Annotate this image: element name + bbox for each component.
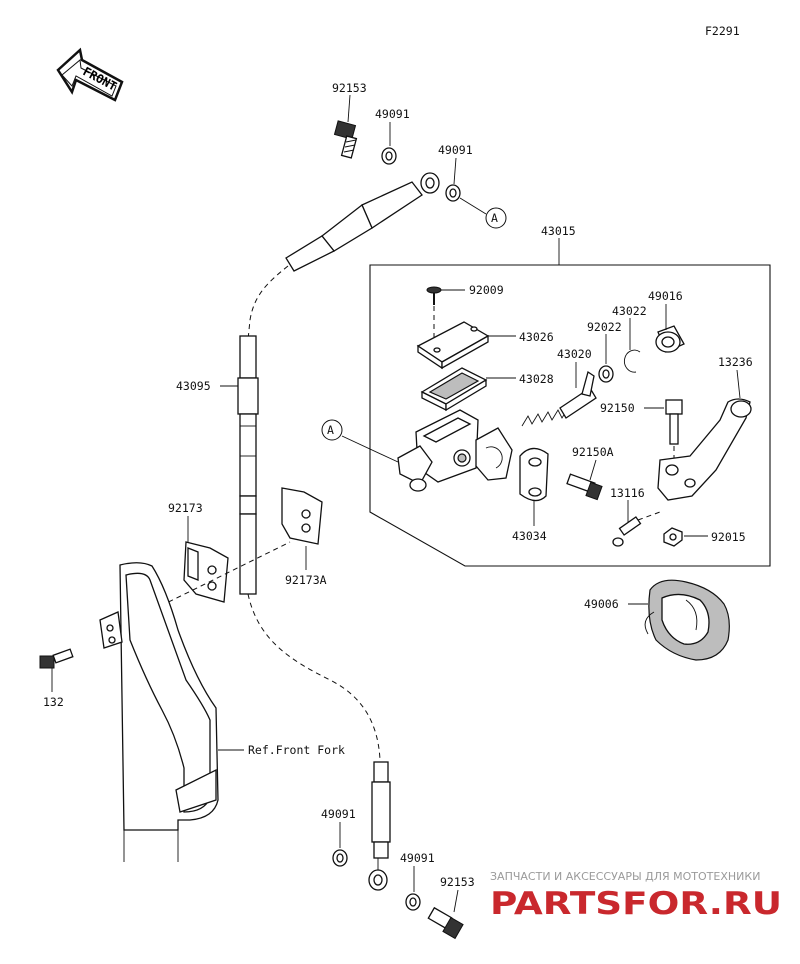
label-49006: 49006 [584,597,619,611]
adjuster-13116 [612,511,661,547]
hose-guide-92173 [183,541,229,603]
label-43028: 43028 [519,372,554,386]
label-43034: 43034 [512,529,547,543]
label-92173: 92173 [168,501,203,515]
callout-a-top-label: A [491,211,498,225]
label-49016: 49016 [648,289,683,303]
label-92009: 92009 [469,283,504,297]
master-cylinder-body [397,409,513,492]
fork-bolt-132 [39,648,74,669]
watermark-brand: PARTSFOR.RU [490,886,782,922]
upper-hose-dashed [247,265,289,341]
label-92150: 92150 [600,401,635,415]
upper-washer-1 [381,147,397,165]
label-43015: 43015 [541,224,576,238]
reservoir-cap [416,321,490,370]
lever-cover-49006 [644,579,730,661]
label-132: 132 [43,695,64,709]
lower-washer-2 [405,893,421,911]
callout-a-top: A [459,197,507,229]
nut-92015 [663,527,683,547]
callout-a-box: A [321,419,399,463]
hose-guide-92173A [281,487,323,545]
label-49091-b: 49091 [438,143,473,157]
label-92022: 92022 [587,320,622,334]
leader-lines [51,94,741,913]
lower-hose-fitting [368,761,391,891]
label-ref-front-fork: Ref.Front Fork [248,743,345,757]
label-43095: 43095 [176,379,211,393]
label-49091-d: 49091 [400,851,435,865]
label-43020: 43020 [557,347,592,361]
watermark: ЗАПЧАСТИ И АКСЕССУАРЫ ДЛЯ МОТОТЕХНИКИ PA… [490,870,782,922]
callout-a-box-label: A [327,423,334,437]
watermark-tagline: ЗАПЧАСТИ И АКСЕССУАРЫ ДЛЯ МОТОТЕХНИКИ [490,870,760,883]
label-13116: 13116 [610,486,645,500]
reservoir-screw [426,286,442,305]
label-92150A: 92150A [572,445,614,459]
clamp-holder [519,447,549,502]
lever-pivot-bolt [665,399,683,445]
label-92173A: 92173A [285,573,327,587]
holder-bolt [566,473,603,501]
label-49091-a: 49091 [375,107,410,121]
label-49091-c: 49091 [321,807,356,821]
boot-49016 [655,325,685,353]
reservoir-diaphragm [420,367,488,412]
piston-spring [521,370,597,427]
label-92015: 92015 [711,530,746,544]
label-92153-bot: 92153 [440,875,475,889]
lower-banjo-bolt [427,906,464,940]
circlip-43022 [623,349,641,373]
lower-washer-1 [332,849,348,867]
front-arrow-icon: FRONT [56,47,124,102]
washer-92022 [598,365,614,383]
upper-washer-2 [445,184,461,202]
label-13236: 13236 [718,355,753,369]
figure-code: F2291 [705,24,740,38]
lower-hose-dashed [247,593,381,761]
brake-lever-13236 [657,398,752,501]
label-92153-top: 92153 [332,81,367,95]
front-fork-guard [99,562,219,862]
label-43026: 43026 [519,330,554,344]
brake-hose-43095 [237,335,259,595]
label-43022: 43022 [612,304,647,318]
upper-hose-fitting [285,172,440,272]
master-cylinder-kit-box [369,264,771,567]
upper-banjo-bolt [333,120,358,159]
